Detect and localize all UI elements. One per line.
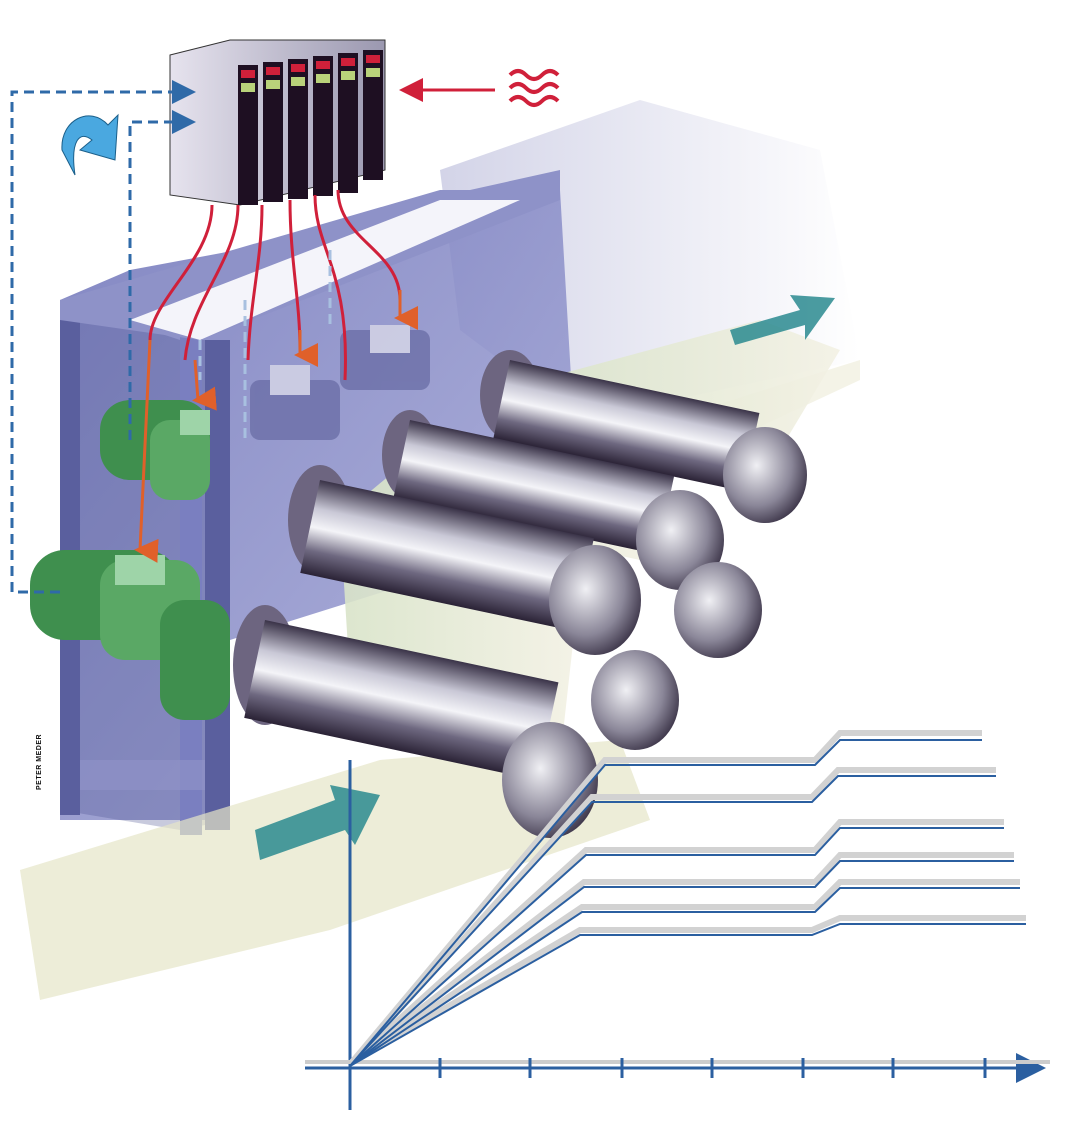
feedback-signals (10, 80, 332, 594)
rolls (233, 350, 807, 838)
roll-bottom (233, 605, 598, 838)
rotation-arrow-icon (61, 113, 119, 176)
graph-curves (349, 739, 1026, 1067)
motors (30, 400, 230, 720)
drive-controller-cabinet (169, 39, 386, 206)
drive-arrows (134, 290, 418, 563)
roll-third (288, 465, 679, 750)
speed-curve-6 (349, 923, 1026, 1067)
roll-second (382, 410, 762, 658)
graph-x-ticks (438, 1058, 987, 1078)
graph-curves-shadow (349, 730, 1026, 1065)
web-out-arrow (730, 295, 835, 345)
speed-curve-4 (349, 860, 1014, 1067)
speed-profile-graph (305, 730, 1050, 1110)
speed-curve-2 (349, 775, 996, 1067)
ac-supply-icon (508, 69, 560, 107)
speed-curve-5 (349, 887, 1020, 1067)
drive-modules (238, 50, 383, 205)
speed-curve-3 (349, 827, 1004, 1067)
artist-signature: PETER MEDER (36, 733, 43, 790)
roll-top (480, 350, 807, 523)
speed-curve-1 (349, 739, 982, 1067)
